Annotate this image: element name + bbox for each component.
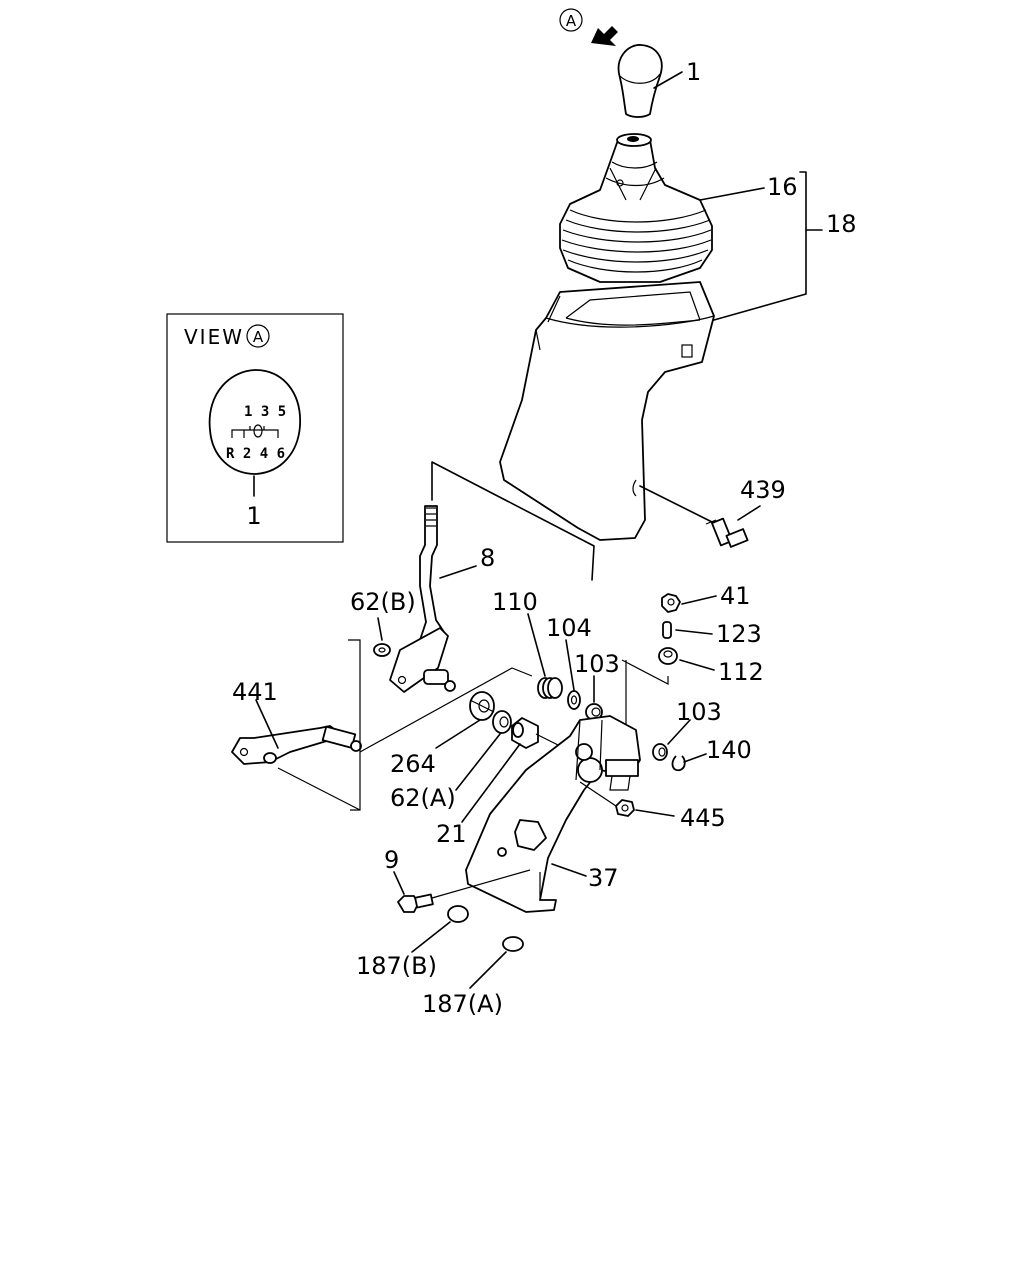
callout-37: 37 (588, 864, 619, 892)
clip-140 (671, 755, 686, 772)
callout-8: 8 (480, 544, 495, 572)
callout-264: 264 (390, 750, 436, 778)
callout-140: 140 (706, 736, 752, 764)
cap-187a (502, 936, 524, 952)
bush-62a (492, 710, 512, 734)
view-a-marker: A (559, 8, 618, 46)
bolt-9 (397, 893, 434, 913)
view-arrow-icon (591, 26, 618, 46)
cap-187b (447, 905, 469, 923)
callout-41: 41 (720, 582, 751, 610)
view-a-inset: VIEW A 1 3 5 R 2 4 6 1 (166, 313, 344, 543)
shift-pattern-bottom: R 2 4 6 (226, 446, 285, 462)
callout-445: 445 (680, 804, 726, 832)
link-441 (231, 725, 362, 765)
callout-9: 9 (384, 846, 399, 874)
callout-187b: 187(B) (356, 952, 437, 980)
collar-21 (511, 717, 539, 749)
callout-112: 112 (718, 658, 764, 686)
callout-123: 123 (716, 620, 762, 648)
shift-knob (617, 44, 663, 118)
callout-110: 110 (492, 588, 538, 616)
clip-104 (567, 690, 581, 710)
view-part-label: 1 (246, 502, 261, 530)
knob-top-view: 1 3 5 R 2 4 6 (208, 369, 301, 475)
callout-16: 16 (767, 173, 798, 201)
view-title-marker: A (253, 328, 264, 346)
callout-104: 104 (546, 614, 592, 642)
nut-41 (661, 593, 681, 613)
callout-103a: 103 (574, 650, 620, 678)
callout-1: 1 (686, 58, 701, 86)
callout-187a: 187(A) (422, 990, 503, 1018)
callout-18: 18 (826, 210, 857, 238)
spring-110 (537, 677, 563, 699)
bracket-37 (465, 715, 641, 913)
view-title: VIEW (184, 325, 244, 349)
callout-21: 21 (436, 820, 467, 848)
callout-441: 441 (232, 678, 278, 706)
nut-112 (658, 647, 678, 665)
pin-123 (662, 621, 672, 639)
callout-62b: 62(B) (350, 588, 416, 616)
console-housing (499, 281, 715, 541)
shift-boot (559, 133, 713, 283)
shift-lever-rod (389, 505, 456, 693)
pin-439 (705, 517, 749, 548)
bush-103b (652, 743, 668, 761)
callout-439: 439 (740, 476, 786, 504)
shift-pattern-top: 1 3 5 (244, 404, 286, 420)
view-a-marker-letter: A (566, 12, 577, 30)
bush-62b (373, 643, 391, 657)
callout-103b: 103 (676, 698, 722, 726)
callout-62a: 62(A) (390, 784, 456, 812)
nut-445 (615, 799, 635, 817)
